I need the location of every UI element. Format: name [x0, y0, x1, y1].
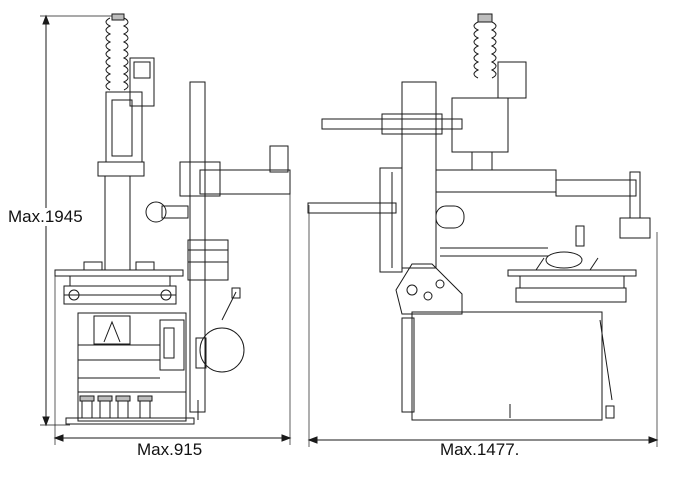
- front-width-dimension: [53, 190, 292, 445]
- front-width-dimension-label: Max.915: [137, 440, 203, 459]
- side-view: [307, 13, 651, 421]
- height-dimension-label: Max.1945: [8, 207, 83, 226]
- side-width-dimension-label: Max.1477.: [440, 440, 520, 459]
- side-width-dimension: [307, 205, 659, 447]
- front-view: [54, 13, 291, 425]
- pedals: [79, 395, 153, 419]
